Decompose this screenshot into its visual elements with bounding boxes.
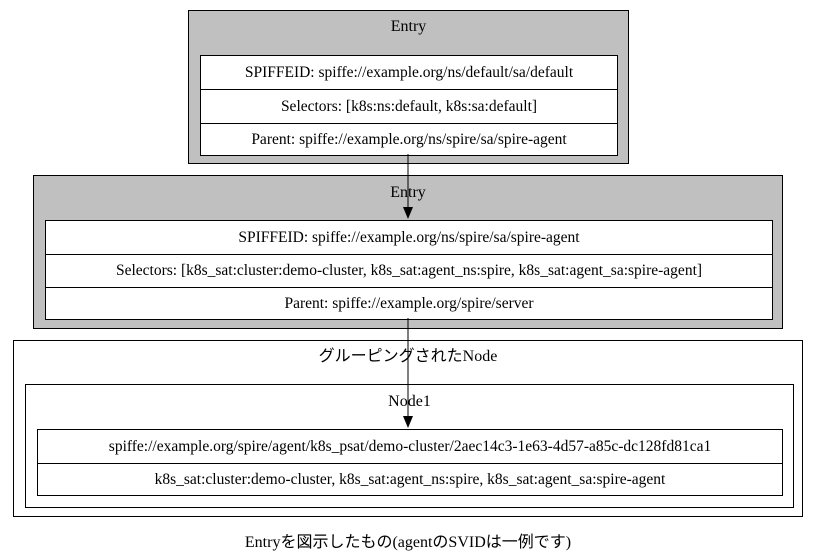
grouped-node-cluster: グルーピングされたNode Node1 spiffe://example.org… — [13, 340, 803, 517]
diagram-caption: Entryを図示したもの(agentのSVIDは一例です) — [244, 534, 572, 551]
selectors-field: Selectors: [k8s_sat:cluster:demo-cluster… — [46, 254, 772, 287]
parent-field: Parent: spiffe://example.org/spire/serve… — [46, 287, 772, 320]
entry-cluster-default: Entry SPIFFEID: spiffe://example.org/ns/… — [188, 10, 629, 164]
node1-record: spiffe://example.org/spire/agent/k8s_psa… — [37, 429, 783, 496]
node-spiffe-id: spiffe://example.org/spire/agent/k8s_psa… — [108, 437, 712, 455]
spiffeid-field: SPIFFEID: spiffe://example.org/ns/defaul… — [244, 63, 574, 81]
node1-title: Node1 — [388, 393, 431, 410]
entry-cluster-title: Entry — [390, 18, 427, 35]
node-selectors: k8s_sat:cluster:demo-cluster, k8s_sat:ag… — [38, 463, 782, 496]
node1-cluster: Node1 spiffe://example.org/spire/agent/k… — [25, 384, 794, 508]
parent-field: Parent: spiffe://example.org/ns/spire/sa… — [201, 123, 617, 156]
grouped-node-title: グルーピングされたNode — [318, 348, 498, 365]
selectors-field: Selectors: [k8s:ns:default, k8s:sa:defau… — [201, 89, 617, 123]
spiffeid-field: SPIFFEID: spiffe://example.org/ns/spire/… — [238, 228, 580, 246]
entry-record-default: SPIFFEID: spiffe://example.org/ns/defaul… — [200, 55, 618, 156]
entry-record-spire-agent: SPIFFEID: spiffe://example.org/ns/spire/… — [45, 220, 773, 320]
entry-cluster-title: Entry — [390, 184, 426, 201]
entry-cluster-spire-agent: Entry SPIFFEID: spiffe://example.org/ns/… — [33, 175, 783, 329]
